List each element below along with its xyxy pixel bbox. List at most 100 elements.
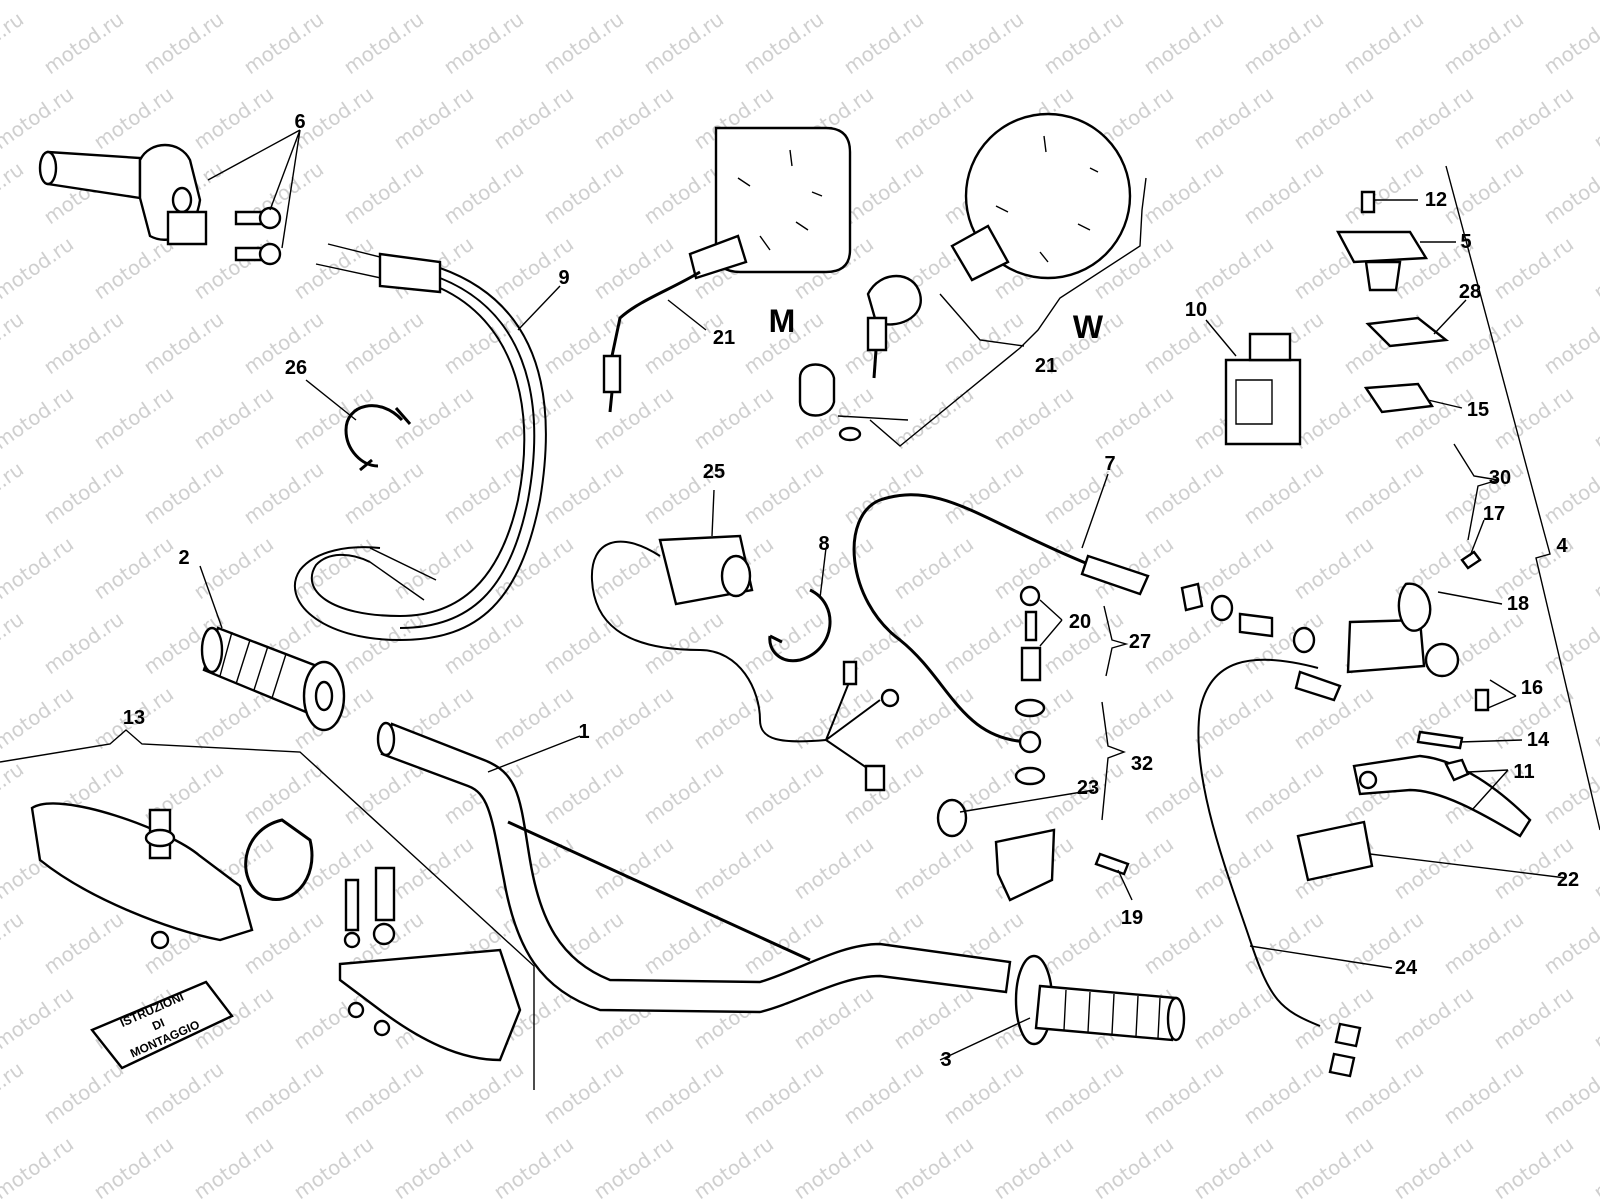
watermark-text: motod.ru	[1289, 82, 1378, 154]
watermark-text: motod.ru	[1589, 382, 1600, 454]
watermark-text: motod.ru	[1289, 382, 1378, 454]
watermark-text: motod.ru	[389, 0, 478, 4]
callout-30: 30	[1489, 467, 1511, 489]
callout-13: 13	[123, 707, 145, 729]
watermark-text: motod.ru	[639, 157, 728, 229]
watermark-text: motod.ru	[0, 982, 78, 1054]
leader-lines	[199, 129, 1567, 1061]
watermark-text: motod.ru	[939, 7, 1028, 79]
watermark-text: motod.ru	[1189, 682, 1278, 754]
callout-22: 22	[1557, 869, 1579, 891]
watermark-text: motod.ru	[1339, 7, 1428, 79]
callout-24: 24	[1395, 957, 1418, 979]
bracket-21w	[837, 177, 1147, 447]
watermark-text: motod.ru	[939, 1057, 1028, 1129]
watermark-text: motod.ru	[839, 7, 928, 79]
watermark-text: motod.ru	[439, 7, 528, 79]
watermark-text: motod.ru	[1489, 82, 1578, 154]
watermark-text: motod.ru	[1539, 307, 1600, 379]
watermark-text: motod.ru	[939, 457, 1028, 529]
watermark-text: motod.ru	[1189, 0, 1278, 4]
watermark-text: motod.ru	[589, 1132, 678, 1200]
watermark-text: motod.ru	[689, 0, 778, 4]
watermark-text: motod.ru	[1539, 457, 1600, 529]
watermark-text: motod.ru	[1239, 157, 1328, 229]
watermark-text: motod.ru	[1189, 82, 1278, 154]
watermark-text: motod.ru	[239, 1057, 328, 1129]
watermark-text: motod.ru	[1139, 907, 1228, 979]
watermark-text: motod.ru	[789, 832, 878, 904]
watermark-text: motod.ru	[1389, 1132, 1478, 1200]
watermark-text: motod.ru	[39, 907, 128, 979]
watermark-text: motod.ru	[1239, 1057, 1328, 1129]
callout-25: 25	[703, 461, 725, 483]
watermark-text: motod.ru	[489, 0, 578, 4]
watermark-text: motod.ru	[0, 382, 78, 454]
watermark-text: motod.ru	[0, 682, 78, 754]
watermark-text: motod.ru	[839, 1057, 928, 1129]
watermark-text: motod.ru	[339, 457, 428, 529]
watermark-text: motod.ru	[439, 1057, 528, 1129]
watermark-text: motod.ru	[739, 457, 828, 529]
part-11-14-22-lever-assembly	[1296, 730, 1532, 882]
part-13-hand-guards	[30, 802, 522, 1070]
watermark-text: motod.ru	[189, 382, 278, 454]
part-8-clip	[768, 588, 832, 663]
watermark-text: motod.ru	[889, 982, 978, 1054]
watermark-text: motod.ru	[1489, 232, 1578, 304]
watermark-text: motod.ru	[0, 82, 78, 154]
callout-2: 2	[178, 547, 189, 569]
watermark-text: motod.ru	[439, 457, 528, 529]
watermark-text: motod.ru	[1239, 457, 1328, 529]
watermark-text: motod.ru	[539, 607, 628, 679]
watermark-text: motod.ru	[1389, 82, 1478, 154]
part-32-washers	[1014, 698, 1046, 786]
part-25-switch-housing	[590, 534, 900, 792]
watermark-text: motod.ru	[739, 607, 828, 679]
watermark-text: motod.ru	[1339, 157, 1428, 229]
part-21-mirror-m	[602, 126, 852, 413]
watermark-text: motod.ru	[189, 1132, 278, 1200]
watermark-text: motod.ru	[1089, 0, 1178, 4]
callout-26: 26	[285, 357, 307, 379]
watermark-text: motod.ru	[139, 457, 228, 529]
watermark-text: motod.ru	[1539, 157, 1600, 229]
watermark-text: motod.ru	[1339, 457, 1428, 529]
watermark-text: motod.ru	[339, 307, 428, 379]
callout-5: 5	[1460, 231, 1471, 253]
watermark-text: motod.ru	[1189, 1132, 1278, 1200]
watermark-text: motod.ru	[0, 232, 78, 304]
watermark-text: motod.ru	[889, 682, 978, 754]
watermark-text: motod.ru	[889, 832, 978, 904]
watermark-text: motod.ru	[339, 607, 428, 679]
watermark-text: motod.ru	[0, 1132, 78, 1200]
watermark-text: motod.ru	[789, 0, 878, 4]
watermark-text: motod.ru	[1489, 0, 1578, 4]
watermark-text: motod.ru	[239, 757, 328, 829]
watermark-text: motod.ru	[1539, 907, 1600, 979]
watermark-text: motod.ru	[39, 307, 128, 379]
watermark-text: motod.ru	[1589, 82, 1600, 154]
callout-16: 16	[1521, 677, 1543, 699]
watermark-text: motod.ru	[189, 532, 278, 604]
bracket-4	[1445, 165, 1600, 831]
callout-9: 9	[558, 267, 569, 289]
watermark-text: motod.ru	[0, 457, 28, 529]
watermark-text: motod.ru	[489, 82, 578, 154]
watermark-text: motod.ru	[1239, 7, 1328, 79]
watermark-text: motod.ru	[1239, 757, 1328, 829]
bracket-13	[0, 729, 535, 1090]
watermark-text: motod.ru	[1439, 907, 1528, 979]
callout-14: 14	[1527, 729, 1550, 751]
watermark-text: motod.ru	[689, 382, 778, 454]
callout-32: 32	[1131, 753, 1153, 775]
watermark-text: motod.ru	[389, 532, 478, 604]
part-7-clutch-cable	[852, 493, 1150, 754]
watermark-text: motod.ru	[239, 7, 328, 79]
watermark-text: motod.ru	[239, 907, 328, 979]
callout-10: 10	[1185, 299, 1207, 321]
bracket-27	[1103, 605, 1129, 677]
watermark-text: motod.ru	[1289, 1132, 1378, 1200]
part-5-12-28-15-reservoir-parts	[1336, 190, 1450, 414]
